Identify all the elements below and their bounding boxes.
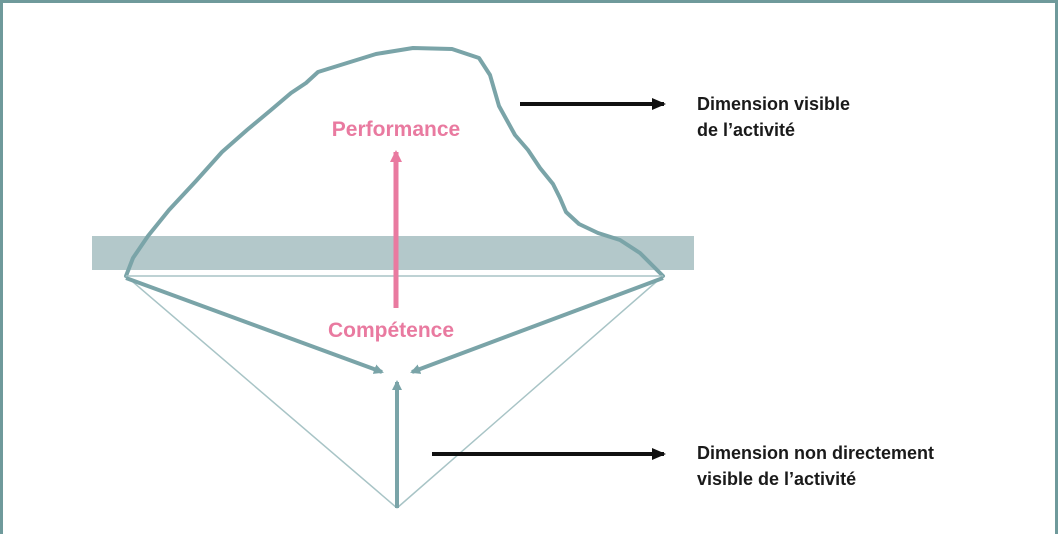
waterline-band <box>92 236 694 270</box>
hidden-dimension-label-line1: Dimension non directement <box>697 443 934 463</box>
iceberg-tip-outline <box>124 46 665 278</box>
underwater-edge-right <box>396 275 664 509</box>
visible-dimension-label-line2: de l’activité <box>697 120 795 140</box>
performance-label: Performance <box>332 118 460 141</box>
visible-dimension-label-line1: Dimension visible <box>697 94 850 114</box>
hidden-dimension-label-line2: visible de l’activité <box>697 469 856 489</box>
arrow-from-right-corner <box>410 276 664 374</box>
competence-label: Compétence <box>328 319 454 342</box>
underwater-edge-left <box>125 275 398 509</box>
arrow-from-left-corner <box>125 276 384 374</box>
